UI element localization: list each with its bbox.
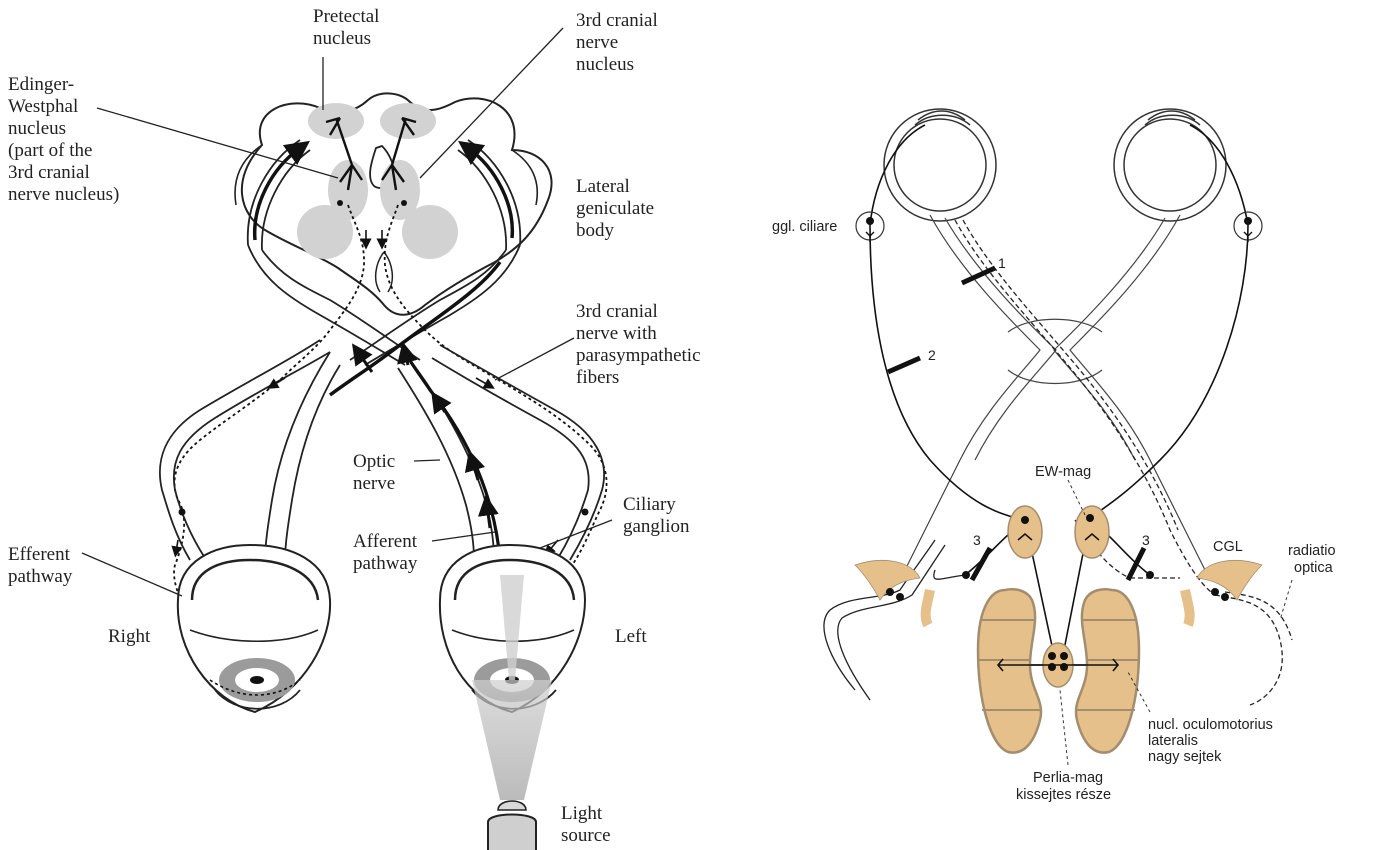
right-eye: [176, 543, 332, 714]
ew-nucleus-right-r: [1074, 505, 1110, 559]
oculomotor-nucleus-left: [976, 588, 1043, 754]
right-leader-lines: [1059, 479, 1293, 766]
midbrain-outline: [240, 92, 553, 316]
ciliary-ganglion-right: [178, 508, 186, 516]
left-eye-nerves: [397, 344, 605, 561]
label-lesion-3a: 3: [973, 532, 981, 548]
efferent-dotted-fibers: [173, 204, 608, 681]
lgb-right: [402, 205, 458, 259]
label-ggl-ciliare: ggl. ciliare: [772, 219, 837, 235]
label-lesion-1: 1: [998, 255, 1006, 271]
oculomotor-nucleus-right: [1074, 588, 1141, 754]
ew-nucleus-left-r: [1007, 505, 1043, 559]
pretectal-nucleus-right: [380, 103, 436, 139]
optic-chiasm: [904, 214, 1206, 571]
lesion-bar-3b: [1125, 546, 1147, 582]
right-pupillary-diagram: ggl. ciliare 1 2 3 3 EW-mag CGL radiatio…: [772, 108, 1336, 803]
nucleus-synapses: [325, 116, 417, 191]
cgl-right: [1196, 559, 1263, 601]
right-eye-nerves: [159, 339, 341, 561]
lesion-bar-3a: [969, 546, 993, 582]
label-right-eye: Right: [108, 626, 151, 647]
right-diagram-eye-left: [883, 108, 997, 222]
left-leader-lines: [81, 27, 613, 597]
label-cgl: CGL: [1213, 539, 1243, 555]
afferent-fiber-crossing: [328, 260, 502, 397]
light-source-lamp: [487, 800, 537, 850]
label-left-eye: Left: [615, 626, 647, 647]
label-lesion-3b: 3: [1142, 532, 1150, 548]
lesion-bar-1: [960, 265, 997, 286]
cgl-left: [854, 559, 921, 601]
right-diagram-eye-right: [1113, 108, 1227, 222]
lesion-bar-2: [886, 355, 922, 375]
label-ew-mag: EW-mag: [1035, 464, 1091, 480]
ew-nucleus-right: [380, 160, 420, 220]
lgb-left: [297, 205, 353, 259]
label-lesion-2: 2: [928, 347, 936, 363]
light-beam: [472, 680, 552, 800]
ciliary-ganglion-left: [581, 508, 589, 516]
